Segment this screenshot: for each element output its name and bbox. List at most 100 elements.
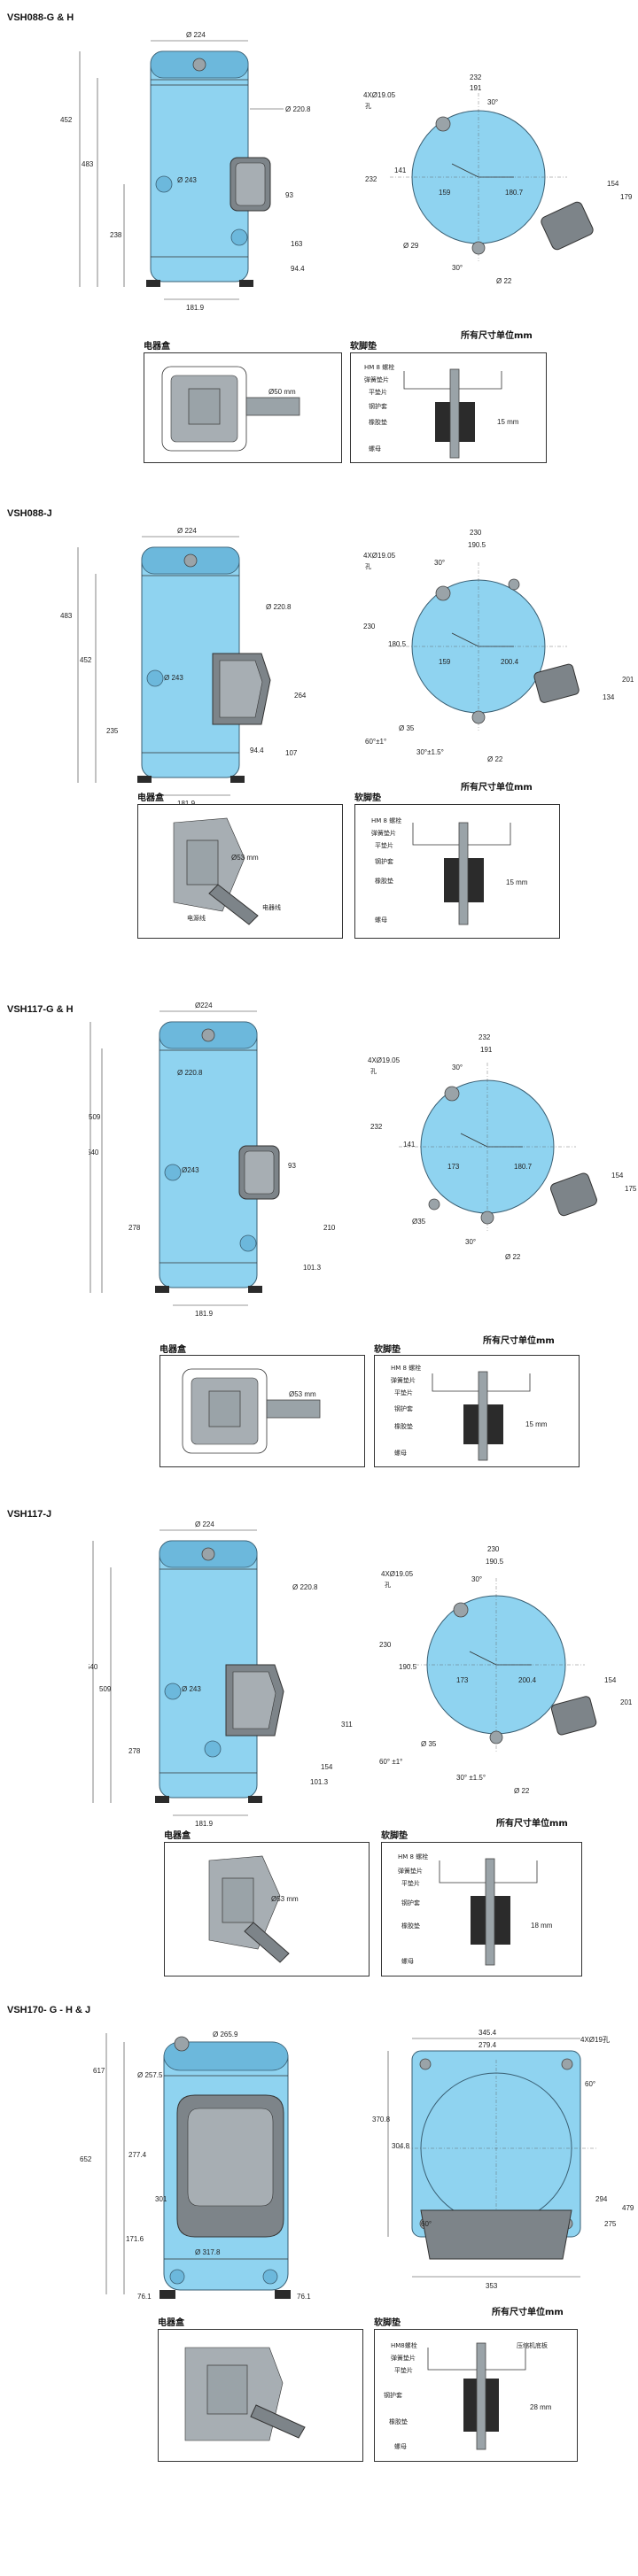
callout: HM 8 螺栓 xyxy=(391,1364,421,1372)
dim-label: 60°±1° xyxy=(365,738,386,746)
dim-label: 201 xyxy=(620,1698,633,1706)
callout: 橡胶垫 xyxy=(389,2417,408,2425)
dim-label: Ø 22 xyxy=(505,1253,521,1261)
callout: 螺母 xyxy=(369,445,381,453)
side-view-drawing: Ø 224 Ø 220.8 Ø 243 483 452 235 264 94.4… xyxy=(60,527,307,808)
terminal-box-panel: Ø53 mm 电源线 电器线 xyxy=(137,804,343,939)
dim-label: 101.3 xyxy=(310,1778,329,1786)
dim-label: 154 xyxy=(321,1763,333,1771)
dim-label: 230 xyxy=(363,623,376,630)
dim-label: 232 xyxy=(470,73,482,81)
units-note: 所有尺寸单位mm xyxy=(496,1819,568,1829)
mount-height: 15 mm xyxy=(506,878,528,886)
dim-label: Ø 29 xyxy=(403,242,419,250)
dim-label: 452 xyxy=(60,116,73,124)
dim-label: 154 xyxy=(604,1676,617,1684)
callout: 橡胶垫 xyxy=(375,877,393,885)
dim-label: 264 xyxy=(294,692,307,700)
dim-label: Ø 257.5 xyxy=(137,2071,163,2079)
terminal-box-label: 电器盒 xyxy=(164,1831,191,1841)
dim-label: 230 xyxy=(487,1545,500,1553)
dim-label: 452 xyxy=(80,656,92,664)
callout: 钢护套 xyxy=(401,1899,420,1907)
mounting-label: 软脚垫 xyxy=(374,1345,401,1355)
dim-label: 294 xyxy=(595,2195,608,2203)
dim-label: 154 xyxy=(611,1172,624,1180)
dim-label: 30°±1.5° xyxy=(416,748,444,756)
dim-label: 509 xyxy=(89,1113,101,1121)
dim-label: Ø 265.9 xyxy=(213,2031,238,2038)
dim-label: Ø 243 xyxy=(164,674,183,682)
dim-label: 159 xyxy=(439,189,451,197)
callout: 螺母 xyxy=(394,2442,407,2450)
dim-label: 230 xyxy=(470,529,482,537)
dim-label: 159 xyxy=(439,658,451,666)
dim-label: 4XØ19.05 xyxy=(363,91,396,99)
mounting-label: 软脚垫 xyxy=(354,793,381,803)
dim-label: 94.4 xyxy=(291,265,305,273)
top-view-drawing: 230 190.5 30° 4XØ19.05 孔 230 180.5 159 2… xyxy=(363,529,634,763)
dim-label: 279.4 xyxy=(478,2041,497,2049)
dim-label: 154 xyxy=(607,180,619,188)
side-view-drawing: Ø 265.9 Ø 257.5 617 652 277.4 301 171.6 … xyxy=(80,2031,311,2301)
side-view-drawing: Ø224 Ø 220.8 Ø243 509 540 278 93 210 101… xyxy=(89,1002,336,1318)
dim-label: 4XØ19孔 xyxy=(580,2036,610,2044)
dim-label: 76.1 xyxy=(297,2293,311,2301)
dim-label: 509 xyxy=(99,1685,112,1693)
dim-label: 181.9 xyxy=(195,1310,214,1318)
side-view-drawing: Ø 224 Ø 220.8 Ø 243 540 509 278 311 154 … xyxy=(89,1520,353,1828)
mount-height: 15 mm xyxy=(525,1420,548,1428)
dim-label: 190.5 xyxy=(486,1558,504,1566)
callout: 平垫片 xyxy=(394,2366,413,2374)
dim-label: 107 xyxy=(285,749,298,757)
dim-label: 173 xyxy=(447,1163,460,1171)
callout: 平垫片 xyxy=(401,1879,420,1887)
callout: 压缩机底板 xyxy=(517,2341,548,2349)
callout: 钢护套 xyxy=(384,2391,402,2399)
dim-label: 93 xyxy=(288,1162,296,1170)
dim-label: 230 xyxy=(379,1641,392,1649)
dim-label: 101.3 xyxy=(303,1264,322,1272)
dim-label: 301 xyxy=(155,2195,167,2203)
dim-label: 180.5 xyxy=(388,640,407,648)
section-vsh088-gh: VSH088-G & H Ø 224 Ø 220.8 Ø 243 452 483… xyxy=(0,0,638,496)
section-title: VSH088-J xyxy=(7,508,52,519)
callout: Ø53 mm xyxy=(231,854,259,862)
dim-label: 191 xyxy=(480,1046,493,1054)
callout: 钢护套 xyxy=(394,1404,413,1412)
dim-label: 540 xyxy=(89,1149,99,1156)
callout: 弹簧垫片 xyxy=(391,1376,416,1384)
callout: 弹簧垫片 xyxy=(398,1867,423,1875)
callout: 平垫片 xyxy=(375,841,393,849)
dim-label: 278 xyxy=(128,1747,141,1755)
units-note: 所有尺寸单位mm xyxy=(461,331,533,341)
dim-label: 孔 xyxy=(365,563,371,570)
dim-label: 210 xyxy=(323,1224,336,1232)
units-note: 所有尺寸单位mm xyxy=(461,783,533,793)
dim-label: 235 xyxy=(106,727,119,735)
dim-label: Ø 220.8 xyxy=(177,1069,203,1077)
dim-label: 163 xyxy=(291,240,303,248)
dim-label: 30° xyxy=(452,1064,463,1071)
mounting-panel: HM 8 螺栓 弹簧垫片 平垫片 钢护套 橡胶垫 螺母 15 mm xyxy=(354,804,560,939)
callout: Ø50 mm xyxy=(268,388,296,396)
dim-label: 孔 xyxy=(365,103,371,110)
dim-label: 孔 xyxy=(370,1068,377,1075)
dim-label: 483 xyxy=(60,612,73,620)
dim-label: Ø 224 xyxy=(186,31,206,39)
callout: Ø53 mm xyxy=(271,1895,299,1903)
section-title: VSH170- G - H & J xyxy=(7,2005,91,2015)
dim-label: Ø224 xyxy=(195,1002,213,1010)
callout: 钢护套 xyxy=(369,402,387,410)
callout: 螺母 xyxy=(394,1449,407,1457)
dim-label: 30° xyxy=(487,98,498,106)
dim-label: 180.7 xyxy=(505,189,524,197)
dim-label: 232 xyxy=(370,1123,383,1131)
dim-label: Ø 22 xyxy=(514,1787,530,1795)
terminal-box-panel xyxy=(158,2329,363,2462)
top-view-drawing: 345.4 279.4 4XØ19孔 60° 370.8 304.8 294 2… xyxy=(372,2029,634,2290)
dim-label: 60° xyxy=(421,2220,432,2228)
terminal-box-panel: Ø53 mm xyxy=(160,1355,365,1467)
dim-label: 181.9 xyxy=(195,1820,214,1828)
dim-label: 483 xyxy=(82,160,94,168)
